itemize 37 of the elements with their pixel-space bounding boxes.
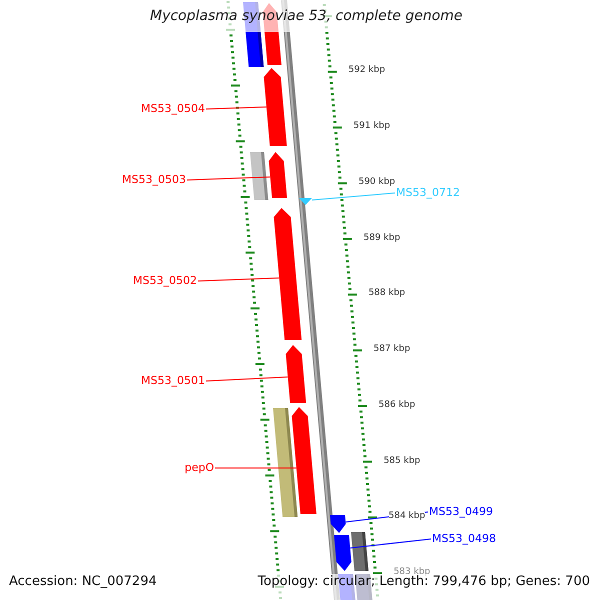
gene-feature bbox=[268, 152, 288, 198]
scale-label: 592 kbp bbox=[348, 66, 386, 75]
gene-label: MS53_0502 bbox=[133, 275, 197, 286]
scale-label: 587 kbp bbox=[374, 345, 410, 354]
leader-line bbox=[186, 176, 271, 180]
title: Mycoplasma synoviae 53, complete genome bbox=[150, 9, 463, 23]
scale-label: 589 kbp bbox=[364, 234, 400, 243]
gene-feature bbox=[334, 535, 352, 571]
scale-label: 588 kbp bbox=[368, 289, 406, 298]
scale-label: 584 kbp bbox=[388, 512, 426, 521]
leader-line bbox=[198, 278, 280, 282]
marker-triangle bbox=[299, 198, 312, 205]
leader-line bbox=[206, 106, 267, 110]
gene-label: pepO bbox=[184, 462, 214, 473]
footer-text: Accession: NC_007294 bbox=[9, 575, 157, 588]
gene-feature bbox=[274, 208, 302, 340]
leader-line bbox=[206, 376, 288, 382]
gene-label: MS53_0499 bbox=[429, 506, 493, 517]
leader-line bbox=[350, 538, 432, 548]
gene-label: MS53_0498 bbox=[432, 533, 496, 544]
gene-feature bbox=[286, 345, 306, 403]
gene-feature bbox=[292, 407, 316, 514]
scale-label: 586 kbp bbox=[378, 401, 416, 410]
gene-label: MS53_0712 bbox=[396, 187, 460, 198]
gene-label: MS53_0503 bbox=[122, 174, 186, 185]
footer-text: Topology: circular; Length: 799,476 bp; Genes: 700 bbox=[258, 575, 590, 588]
gene-feature bbox=[351, 532, 368, 571]
leader-line bbox=[312, 192, 396, 200]
gene-feature bbox=[264, 68, 287, 146]
gene-label: MS53_0501 bbox=[141, 375, 205, 386]
gene-feature bbox=[330, 515, 346, 533]
scale-label: 591 kbp bbox=[353, 122, 390, 131]
gene-label: MS53_0504 bbox=[141, 103, 205, 114]
gene-feature bbox=[250, 152, 268, 200]
scale-label: 590 kbp bbox=[358, 178, 396, 187]
gene-feature bbox=[273, 408, 298, 517]
scale-label: 585 kbp bbox=[384, 457, 420, 466]
